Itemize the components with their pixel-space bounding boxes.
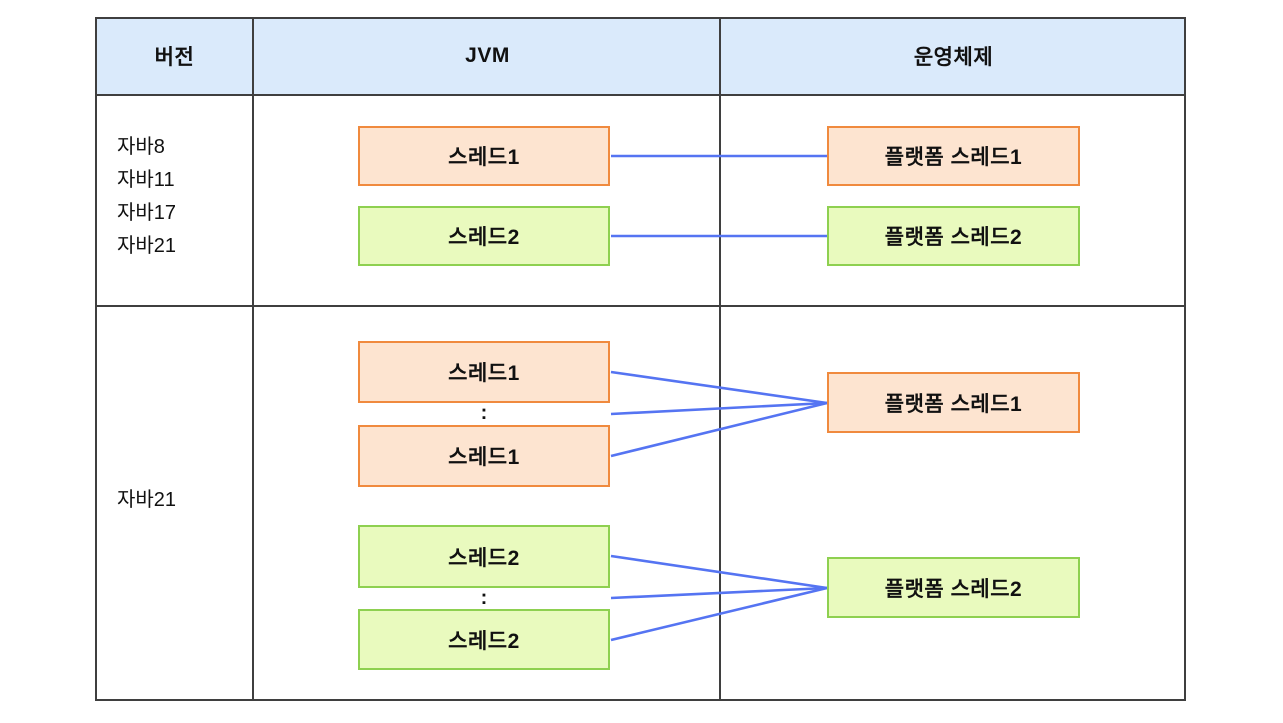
virtual-thread1-box-bottom: 스레드1 (358, 425, 610, 487)
os-platform-thread1-box-row2: 플랫폼 스레드1 (827, 372, 1080, 433)
os-platform-thread1-box: 플랫폼 스레드1 (827, 126, 1080, 186)
header-cell-os: 운영체제 (913, 45, 994, 69)
header-cell-jvm: JVM (465, 43, 510, 67)
row-divider (97, 305, 1184, 307)
version-label: 자바21 (117, 235, 177, 257)
version-label: 자바11 (117, 169, 175, 191)
os-platform-thread2-box-row2: 플랫폼 스레드2 (827, 557, 1080, 618)
virtual-thread2-box-bottom: 스레드2 (358, 609, 610, 670)
jvm-thread2-box: 스레드2 (358, 206, 610, 266)
virtual-thread2-box-top: 스레드2 (358, 525, 610, 588)
version-label: 자바17 (117, 202, 177, 224)
header-cell-version: 버전 (154, 45, 195, 69)
version-label: 자바8 (117, 136, 165, 158)
column-divider-version-jvm (252, 19, 254, 699)
version-list-row1: 자바8 자바11 자바17 자바21 (117, 131, 176, 263)
os-platform-thread2-box: 플랫폼 스레드2 (827, 206, 1080, 266)
version-label-row2: 자바21 (117, 489, 177, 511)
jvm-thread1-box: 스레드1 (358, 126, 610, 186)
thread1-ellipsis: : (480, 401, 488, 424)
column-divider-jvm-os (719, 19, 721, 699)
thread2-ellipsis: : (480, 586, 488, 609)
table-header-row (97, 19, 1184, 96)
virtual-thread1-box-top: 스레드1 (358, 341, 610, 403)
